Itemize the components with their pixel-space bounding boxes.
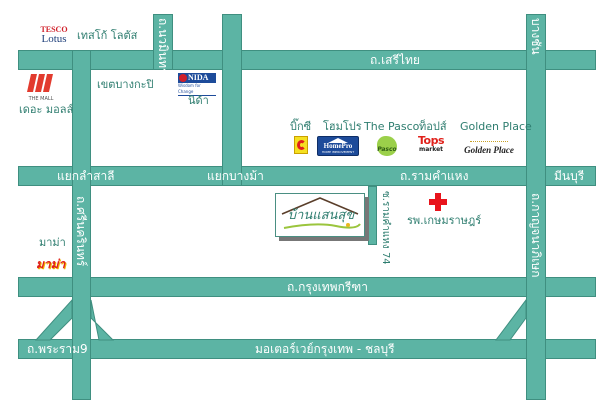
golden-place-logo: Golden Place (458, 141, 520, 155)
road-soi-74 (368, 186, 377, 245)
ban-saen-suk-logo: บ้านแสนสุข (275, 193, 365, 237)
label-rama9: ถ.พระราม9 (27, 342, 88, 356)
road-bang-chan-kanchanaphisek (526, 14, 546, 400)
label-the-mall: เดอะ มอลล์ (19, 103, 74, 116)
tesco-lotus-logo: TESCO Lotus (40, 25, 68, 45)
big-c-logo (294, 136, 308, 154)
label-nawamin: ถ.นวมินทร์ (156, 18, 170, 75)
tops-logo: Tops market (418, 134, 445, 153)
road-krungthep-kreetha (18, 277, 596, 297)
label-hospital: รพ.เกษมราษฎร์ (407, 214, 482, 227)
label-nida: นิด้า (188, 94, 209, 107)
hospital-cross-icon (429, 193, 447, 211)
label-kanchanaphisek: ถ.กาญจนาภิเษก (529, 193, 543, 278)
road-bang-kapi-connector (222, 14, 242, 186)
label-ramkhamhaeng: ถ.รามคำแหง (400, 169, 469, 183)
big-c-c-icon (297, 140, 306, 150)
label-motorway: มอเตอร์เวย์กรุงเทพ - ชลบุรี (255, 342, 395, 356)
label-bang-kapi: เขตบางกะปิ (97, 78, 154, 91)
label-golden-place: Golden Place (460, 120, 532, 133)
golden-place-crown-icon (470, 141, 508, 145)
label-min-buri: มีนบุรี (554, 169, 585, 183)
label-krungthep-kreetha: ถ.กรุงเทพกรีฑา (287, 280, 368, 294)
label-tops: ท็อปส์ (419, 120, 447, 133)
label-srinakarin: ถ.ศรีนครินทร์ (74, 196, 88, 267)
the-mall-icon (27, 74, 53, 92)
nida-emblem-icon (179, 74, 187, 82)
label-bang-ma: แยกบางม้า (207, 169, 264, 183)
the-mall-logo: THE MALL (27, 74, 55, 102)
pasco-logo: Pasco (377, 136, 397, 156)
label-tesco-lotus: เทสโก้ โลตัส (77, 29, 138, 42)
road-ramkhamhaeng (18, 166, 596, 186)
road-motorway (18, 339, 596, 359)
mama-logo: มาม่า (36, 257, 66, 271)
homepro-logo: HomePro HOME IMPROVEMENT (317, 136, 359, 156)
label-bang-chan: บางชัน (529, 18, 543, 55)
label-big-c: บิ๊กซี (290, 120, 312, 133)
house-roof-icon (281, 197, 361, 229)
label-serithai: ถ.เสรีไทย (370, 53, 420, 67)
label-lam-sali: แยกลำสาลี (57, 169, 115, 183)
road-nawamin (153, 14, 173, 70)
label-pasco: The Pasco (364, 120, 420, 133)
nida-logo: NIDA Wisdom for Change (178, 73, 216, 96)
label-mama: มาม่า (39, 236, 66, 249)
house-roof-icon (328, 138, 348, 143)
road-srinakarin (72, 50, 91, 400)
label-soi-74: ซ.รามคำแหง 74 (380, 191, 391, 265)
label-homepro: โฮมโปร (323, 120, 362, 133)
